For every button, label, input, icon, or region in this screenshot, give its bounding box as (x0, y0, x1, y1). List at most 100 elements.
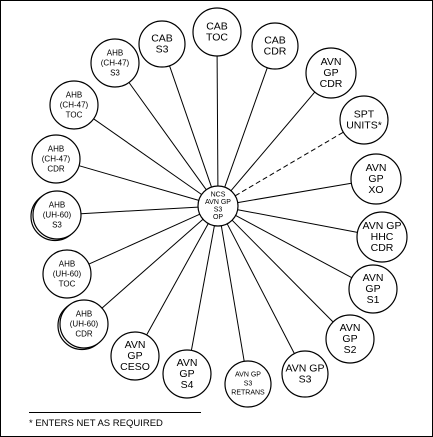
node-avn-gp-s4-line-1: AVN (177, 357, 198, 369)
connector-avn-gp-s2 (231, 219, 334, 323)
connector-ahb-uh60-cdr (101, 218, 204, 309)
node-ahb-uh60-s3-line-1: AHB (49, 201, 65, 210)
node-outline (224, 360, 272, 408)
node-avn-gp-xo-line-2: GP (368, 173, 383, 185)
node-ahb-ch47-cdr: AHB(CH-47)CDR (31, 134, 81, 184)
node-avn-gp-hhc-cdr-line-2: HHC (371, 231, 394, 243)
connector-avn-gp-cdr (230, 91, 316, 192)
node-avn-gp-s1-line-2: GP (365, 283, 380, 295)
connector-ahb-uh60-s3 (80, 206, 199, 215)
node-avn-gp-cdr-line-2: GP (323, 67, 338, 79)
node-ahb-uh60-s3: AHB(UH-60)S3 (30, 190, 82, 242)
node-outline (339, 95, 389, 145)
connector-avn-gp-s3-retrans (220, 225, 245, 362)
node-outline (31, 134, 81, 184)
node-avn-gp-s2-line-2: GP (342, 333, 357, 345)
node-ahb-uh60-cdr: AHB(UH-60)CDR (57, 299, 109, 351)
node-outline (325, 314, 375, 364)
node-ahb-ch47-toc-line-1: AHB (66, 91, 82, 100)
node-ahb-ch47-cdr-line-2: (CH-47) (42, 155, 71, 164)
node-outline (32, 190, 82, 240)
node-ahb-uh60-toc-line-1: AHB (59, 260, 75, 269)
connector-cab-toc (216, 55, 219, 187)
hub-line-1: NCS (211, 191, 226, 198)
node-outline (350, 153, 402, 205)
connector-avn-gp-ceso (146, 223, 209, 336)
node-avn-gp-s3-line-2: S3 (299, 374, 312, 386)
node-outline (90, 38, 140, 88)
node-cab-toc-line-1: CAB (206, 21, 228, 33)
node-ahb-uh60-cdr-line-1: AHB (76, 310, 92, 319)
node-ahb-ch47-s3-line-1: AHB (107, 49, 123, 58)
node-avn-gp-s3-retrans-line-3: RETRANS (231, 390, 265, 397)
node-outline (59, 299, 109, 349)
connector-avn-gp-s1 (235, 214, 353, 279)
node-ahb-ch47-s3-line-3: S3 (110, 69, 120, 78)
node-avn-gp-hhc-cdr-line-1: AVN GP (363, 220, 402, 232)
node-ahb-ch47-toc-line-3: TOC (66, 111, 83, 120)
node-outline (42, 249, 92, 299)
node-outline (305, 47, 357, 99)
node-avn-gp-s1-line-1: AVN (363, 272, 384, 284)
node-outline (162, 349, 212, 399)
hub-line-2: AVN GP (205, 199, 231, 206)
node-ahb-ch47-toc-line-2: (CH-47) (60, 101, 89, 110)
node-avn-gp-ceso-line-3: CESO (120, 361, 150, 373)
node-avn-gp-s1-line-3: S1 (367, 294, 380, 306)
node-spt-units-line-2: UNITS* (346, 120, 382, 132)
node-ahb-uh60-s3-line-2: (UH-60) (43, 211, 72, 220)
node-avn-gp-xo-line-1: AVN (366, 162, 387, 174)
node-ahb-ch47-cdr-line-1: AHB (48, 145, 64, 154)
node-avn-gp-cdr-line-1: AVN (321, 56, 342, 68)
hub-outline (197, 185, 239, 227)
node-avn-gp-s2-line-3: S2 (344, 344, 357, 356)
node-avn-gp-ceso-line-1: AVN (125, 339, 146, 351)
hub-line-3: S3 (214, 206, 223, 213)
connector-ahb-ch47-cdr (78, 165, 199, 201)
node-ahb-uh60-cdr-line-3: CDR (75, 330, 93, 339)
node-spt-units-line-1: SPT (354, 109, 375, 121)
node-outline (192, 7, 242, 57)
node-ahb-ch47-s3: AHB(CH-47)S3 (90, 38, 140, 88)
node-outline (110, 331, 160, 381)
node-avn-gp-s2-line-1: AVN (340, 322, 361, 334)
node-ahb-uh60-toc-line-2: (UH-60) (53, 270, 82, 279)
node-ahb-uh60-cdr-line-2: (UH-60) (70, 320, 99, 329)
node-avn-gp-s3-line-1: AVN GP (286, 363, 325, 375)
node-avn-gp-s3-retrans-line-1: AVN GP (235, 372, 261, 379)
connector-ahb-ch47-s3 (128, 82, 207, 191)
node-avn-gp-ceso-line-2: GP (127, 350, 142, 362)
node-ahb-uh60-s3-line-3: S3 (52, 221, 62, 230)
connector-avn-gp-xo (237, 182, 352, 204)
node-ahb-ch47-toc: AHB(CH-47)TOC (49, 80, 99, 130)
node-outline (49, 80, 99, 130)
connector-avn-gp-s3 (226, 223, 295, 354)
node-avn-gp-s4-line-2: GP (179, 368, 194, 380)
node-outline (281, 350, 329, 398)
node-cab-cdr-line-2: CDR (264, 46, 287, 58)
connector-lines (78, 55, 358, 362)
node-avn-gp-s4-line-3: S4 (181, 379, 194, 391)
node-cab-s3-line-1: CAB (151, 33, 173, 45)
node-outline (356, 211, 408, 263)
connector-avn-gp-hhc-cdr (237, 209, 358, 233)
node-avn-gp-hhc-cdr-line-3: CDR (371, 242, 394, 254)
node-outline (138, 20, 186, 68)
node-outline (251, 22, 299, 70)
node-ahb-uh60-toc-line-3: TOC (59, 280, 76, 289)
connector-ahb-ch47-toc (93, 118, 202, 195)
connector-avn-gp-s4 (190, 225, 215, 351)
